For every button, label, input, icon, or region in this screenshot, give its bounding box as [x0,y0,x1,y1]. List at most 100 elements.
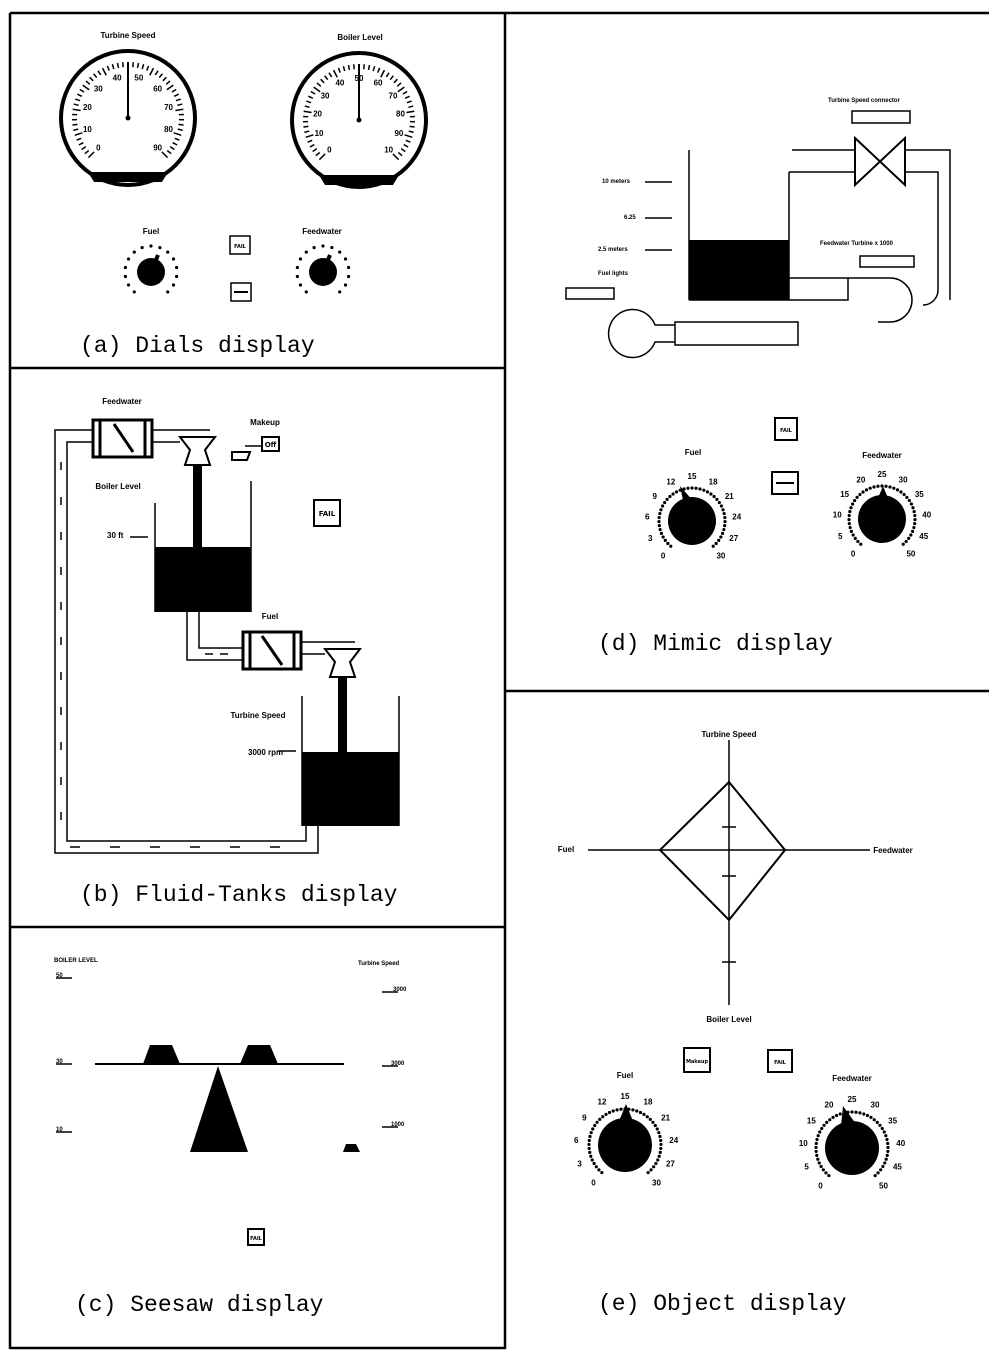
gauge-tick [397,151,403,157]
level-25-label: 2.5 meters [598,247,628,253]
knob-scale-dot [828,1118,832,1122]
knob-scale-dot [819,1164,823,1169]
gauge-tick [405,139,411,143]
gauge-tick [307,139,313,143]
fuel-indicator [565,287,615,300]
turbine-valve[interactable] [854,135,906,188]
knob-scale-dot [847,517,851,522]
fail-button[interactable]: FAIL [767,1049,793,1073]
gauge-tick [136,62,140,69]
knob-scale-dot [834,1113,839,1118]
knob-scale-dot [659,1146,663,1151]
knob-scale-dot [666,541,670,546]
knob-scale-dot [638,1110,643,1115]
gauge-tick [332,69,338,78]
knob-scale-dot [854,1110,858,1114]
knob-scale-dot [816,1134,820,1138]
gauge-tick [308,95,314,99]
knob-scale-dot [850,502,855,506]
gauge-tick [82,84,90,91]
knob-scale-dot [668,494,672,499]
fuel-inflow-column [338,677,347,755]
knob-scale-dot [589,1154,593,1158]
fuel-label: Fuel [262,612,278,621]
knob-scale-label: 35 [888,1117,897,1126]
fuel-knob-label: Fuel [143,227,159,236]
gauge-tick [304,130,310,133]
knob-scale-dot [824,1171,828,1175]
gauge-tick-label: 0 [96,144,101,153]
gauge-tick [406,110,415,114]
knob-scale-dot [814,1141,818,1146]
knob-scale-dot [912,509,916,514]
mimic-caption: (d) Mimic display [598,631,833,657]
knob-scale-dot [158,245,162,250]
knob-scale-dot [899,490,903,494]
knob-scale-label: 12 [666,477,675,486]
boiler-tank-fluid [155,547,251,612]
knob-scale-dot [861,490,865,494]
knob-scale-dot [820,1126,824,1131]
knob-scale-label: 30 [716,551,725,560]
fail-button[interactable]: FAIL [247,1228,265,1246]
knob-scale-label: 3 [577,1159,582,1168]
feedwater-knob-label: Feedwater [832,1074,872,1083]
knob-scale-dot [591,1127,595,1131]
fuel-knob[interactable] [123,244,179,294]
feedwater-indicator [859,255,915,268]
knob-scale-label: 24 [732,512,741,521]
knob-scale-dot [588,1150,592,1154]
knob-scale-dot [658,527,662,532]
knob-scale-label: 27 [666,1159,675,1168]
feedwater-knob[interactable] [295,244,351,294]
gauge-base-band [319,175,399,185]
knob-scale-dot [892,486,896,490]
gauge-tick [174,137,180,141]
toggle-button[interactable] [230,282,252,302]
gauge-tick [389,75,394,81]
knob-scale-label: 10 [799,1139,808,1148]
makeup-button[interactable]: Makeup [683,1047,711,1073]
knob-scale-dot [815,1153,819,1157]
gauge-tick [79,88,85,93]
knob-scale-dot [869,1115,873,1120]
gauge-tick [73,128,79,131]
gauge-tick [169,146,175,151]
gauge-tick [304,105,310,109]
gauge-tick [87,151,95,159]
knob-scale-dot [149,244,153,248]
makeup-off-button[interactable]: Off [261,436,280,452]
knob-scale-dot [876,484,880,488]
feedwater-valve[interactable] [91,418,154,459]
knob-scale-dot [171,257,176,261]
knob-scale-dot [883,1161,887,1165]
fail-button-label: FAIL [319,510,336,518]
makeup-off-label: Off [265,441,277,449]
fail-button[interactable]: FAIL [774,417,798,441]
gauge-tick-label: 80 [164,125,173,134]
knob-scale-dot [661,535,665,539]
gauge-tick [403,143,409,148]
knob-scale-dot [648,1117,652,1121]
gauge-tick [409,125,415,128]
knob-scale-dot [166,250,170,254]
knob-scale-label: 45 [919,532,928,541]
knob-scale-dot [913,521,917,526]
fail-button[interactable]: FAIL [229,235,251,255]
knob-scale-label: 30 [652,1179,661,1188]
fuel-valve[interactable] [241,630,303,671]
gauge-tick-label: 10 [315,129,324,138]
fail-button[interactable]: FAIL [313,499,341,527]
knob-scale-label: 3 [648,534,653,543]
knob-scale-label: 5 [804,1162,809,1171]
toggle-button[interactable] [771,471,799,495]
gauge-tick [328,72,333,78]
knob-scale-label: 10 [833,510,842,519]
return-pipe-inner [66,441,307,842]
fuel-knob-label: Fuel [617,1071,633,1080]
knob-scale-dot [347,274,351,279]
